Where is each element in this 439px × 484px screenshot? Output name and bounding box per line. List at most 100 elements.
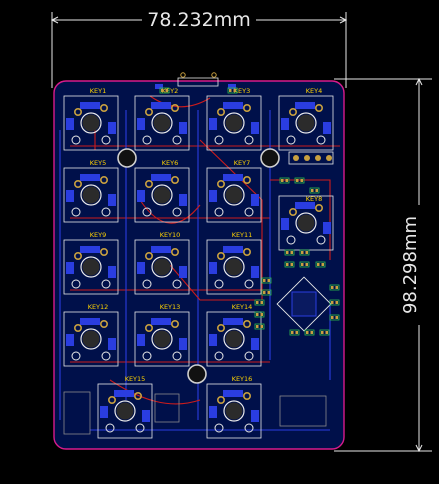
switch-pin bbox=[214, 135, 224, 145]
switch-pin bbox=[171, 319, 180, 328]
side-pad bbox=[100, 406, 108, 418]
key-label: KEY5 bbox=[90, 159, 106, 167]
key-label: KEY1 bbox=[90, 87, 106, 95]
switch-center-hole bbox=[80, 184, 102, 206]
top-pad bbox=[151, 102, 171, 109]
switch-center-fill bbox=[225, 114, 243, 132]
switch-center-hole bbox=[223, 256, 245, 278]
key-switch-footprint: KEY6 bbox=[134, 159, 190, 223]
switch-center-hole bbox=[223, 112, 245, 134]
switch-center-fill bbox=[82, 330, 100, 348]
switch-pin bbox=[214, 207, 224, 217]
switch-pin bbox=[71, 207, 81, 217]
switch-pin bbox=[316, 235, 326, 245]
key-label: KEY8 bbox=[306, 195, 322, 203]
mcu-chip bbox=[276, 276, 332, 332]
side-pad bbox=[137, 190, 145, 202]
side-pad bbox=[209, 406, 217, 418]
switch-pin bbox=[172, 279, 182, 289]
side-pad bbox=[108, 266, 116, 278]
mounting-hole-3 bbox=[187, 364, 207, 384]
switch-pin bbox=[314, 204, 323, 213]
switch-pin bbox=[74, 323, 83, 332]
switch-center-hole bbox=[223, 400, 245, 422]
side-pad bbox=[251, 266, 259, 278]
side-pad bbox=[66, 118, 74, 130]
key-outline bbox=[97, 383, 153, 439]
switch-pin bbox=[101, 135, 111, 145]
top-pad bbox=[151, 318, 171, 325]
side-pad bbox=[179, 338, 187, 350]
key-switch-footprint: KEY16 bbox=[206, 375, 262, 439]
dimension-height bbox=[334, 77, 432, 453]
top-pad bbox=[151, 246, 171, 253]
switch-pin bbox=[134, 391, 143, 400]
key-label: KEY12 bbox=[88, 303, 109, 311]
smd-part bbox=[284, 261, 295, 268]
side-pad bbox=[323, 122, 331, 134]
switch-pin bbox=[244, 279, 254, 289]
switch-pin bbox=[314, 104, 323, 113]
switch-center-hole bbox=[295, 112, 317, 134]
switch-center-fill bbox=[153, 186, 171, 204]
switch-pin bbox=[244, 423, 254, 433]
side-pad bbox=[251, 338, 259, 350]
switch-pin bbox=[214, 279, 224, 289]
smd-part bbox=[254, 311, 265, 318]
switch-pin bbox=[142, 135, 152, 145]
switch-center-hole bbox=[151, 184, 173, 206]
switch-center-fill bbox=[297, 114, 315, 132]
dimension-width bbox=[50, 12, 348, 88]
switch-pin bbox=[71, 135, 81, 145]
key-switch-footprint: KEY1 bbox=[63, 87, 119, 151]
key-switch-footprint: KEY12 bbox=[63, 303, 119, 367]
switch-pin bbox=[217, 252, 226, 261]
side-pad bbox=[323, 222, 331, 234]
key-label: KEY11 bbox=[232, 231, 253, 239]
switch-pin bbox=[101, 207, 111, 217]
key-outline bbox=[134, 167, 190, 223]
key-label: KEY10 bbox=[160, 231, 181, 239]
key-switch-footprint: KEY15 bbox=[97, 375, 153, 439]
top-pad bbox=[80, 102, 100, 109]
key-outline bbox=[278, 95, 334, 151]
switch-pin bbox=[244, 207, 254, 217]
side-pad bbox=[66, 262, 74, 274]
key-outline bbox=[134, 95, 190, 151]
side-pad bbox=[209, 118, 217, 130]
switch-pin bbox=[145, 252, 154, 261]
side-pad bbox=[281, 218, 289, 230]
smd-part bbox=[329, 284, 340, 291]
switch-pin bbox=[214, 351, 224, 361]
key-label: KEY4 bbox=[306, 87, 322, 95]
switch-pin bbox=[100, 248, 109, 257]
key-label: KEY13 bbox=[160, 303, 181, 311]
switch-pin bbox=[101, 279, 111, 289]
switch-pin bbox=[288, 108, 297, 117]
key-switch-footprint: KEY9 bbox=[63, 231, 119, 295]
switch-pin bbox=[142, 279, 152, 289]
smd-part bbox=[289, 329, 300, 336]
switch-center-fill bbox=[153, 114, 171, 132]
trace bbox=[149, 95, 211, 108]
smd-components bbox=[159, 87, 340, 336]
smd-part bbox=[299, 249, 310, 256]
switch-pin bbox=[243, 319, 252, 328]
smd-part bbox=[284, 249, 295, 256]
switch-pin bbox=[108, 395, 117, 404]
key-switch-footprint: KEY3 bbox=[206, 87, 262, 151]
smd-part bbox=[279, 177, 290, 184]
key-switch-footprint: KEY2 bbox=[134, 87, 190, 151]
key-outline bbox=[206, 311, 262, 367]
smd-part bbox=[254, 323, 265, 330]
switch-pin bbox=[217, 395, 226, 404]
key-switch-footprint: KEY5 bbox=[63, 159, 119, 223]
switch-pin bbox=[172, 135, 182, 145]
switch-pin bbox=[286, 135, 296, 145]
key-switch-footprint: KEY8 bbox=[278, 195, 334, 251]
side-pad bbox=[66, 190, 74, 202]
key-outline bbox=[63, 95, 119, 151]
mounting-holes bbox=[117, 148, 280, 384]
top-pad bbox=[151, 174, 171, 181]
